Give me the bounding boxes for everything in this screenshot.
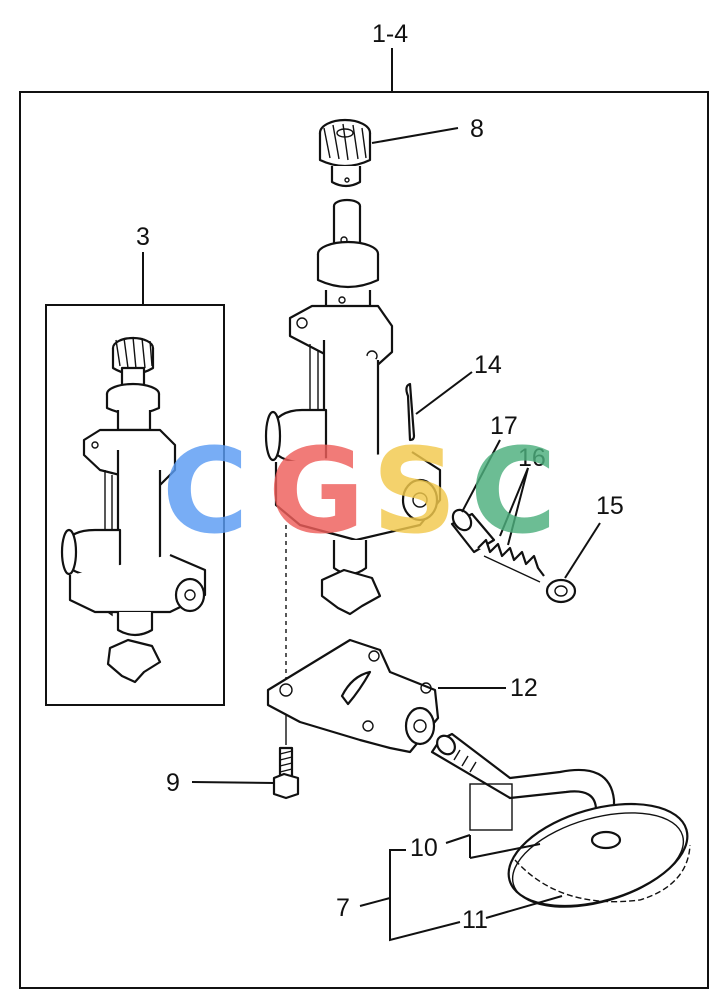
watermark-letter-c2: C: [470, 422, 557, 560]
bracket-7: [389, 849, 461, 942]
watermark: C G S C: [162, 422, 557, 560]
leader-11: [485, 895, 563, 919]
leader-15: [564, 522, 601, 579]
callout-17: 17: [490, 412, 518, 440]
callout-11: 11: [462, 906, 488, 934]
leader-16b: [499, 467, 529, 537]
leader-14: [415, 371, 473, 415]
inset-pump-assembly: [60, 336, 207, 684]
leader-7: [359, 897, 391, 907]
oil-strainer: [430, 732, 691, 908]
watermark-letter-s: S: [372, 422, 457, 560]
callout-12: 12: [510, 674, 538, 702]
pump-body: [264, 240, 442, 616]
relief-valve-spring: [477, 538, 545, 583]
callout-9: 9: [166, 769, 180, 797]
watermark-letter-g: G: [268, 422, 365, 560]
pump-shaft: [332, 198, 362, 248]
cover-bolt: [272, 746, 300, 800]
pump-drive-gear: [318, 118, 372, 188]
pump-cover: [266, 638, 440, 754]
leader-16a: [507, 467, 529, 546]
assembly-frame: [19, 91, 709, 989]
leader-10c: [445, 834, 471, 844]
callout-16: 16: [518, 444, 546, 472]
assembly-number: 1-4: [372, 20, 408, 48]
callout-8: 8: [470, 115, 484, 143]
relief-valve-washer: [545, 578, 577, 604]
leader-8: [371, 127, 459, 144]
leader-17: [461, 439, 501, 513]
callout-10: 10: [410, 834, 438, 862]
callout-15: 15: [596, 492, 624, 520]
watermark-letter-c1: C: [162, 422, 249, 560]
leader-10b: [469, 843, 541, 859]
callout-7: 7: [336, 894, 350, 922]
inset-frame: [45, 304, 225, 706]
leader-9: [191, 781, 276, 784]
inset-number: 3: [136, 223, 150, 251]
callout-14: 14: [474, 351, 502, 379]
relief-valve-pin: [405, 382, 416, 442]
